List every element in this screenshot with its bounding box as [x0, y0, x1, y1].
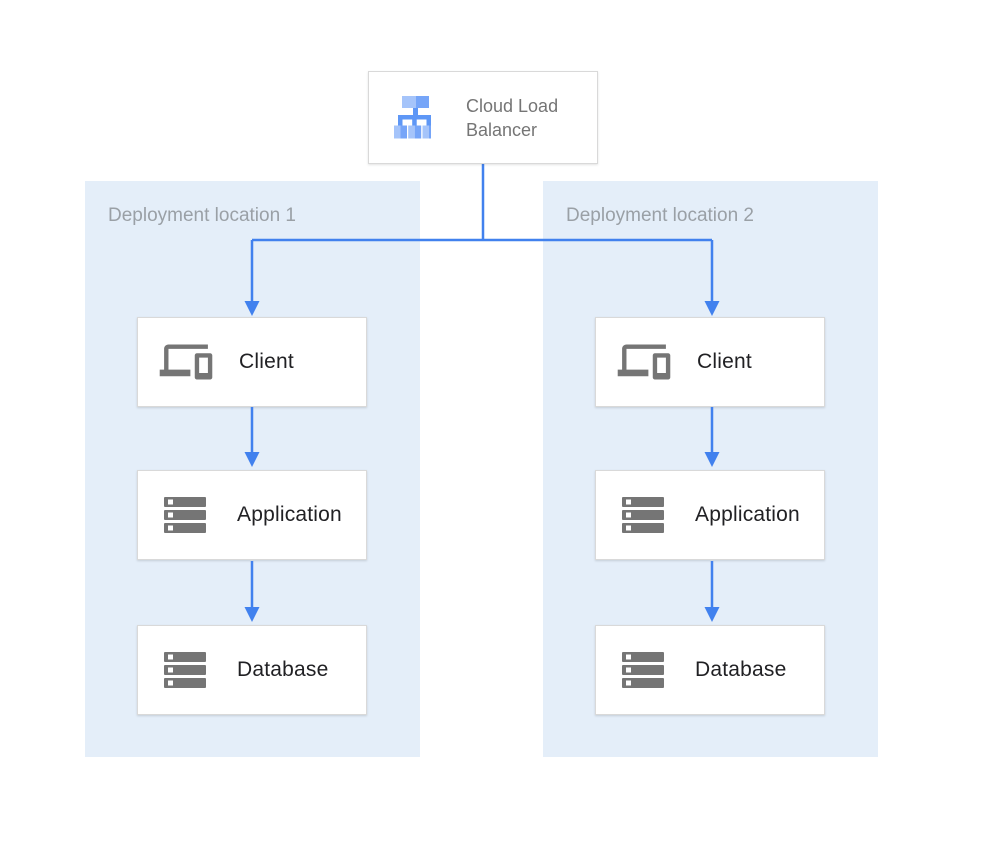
server-stack-icon: [617, 491, 669, 539]
server-stack-icon: [617, 646, 669, 694]
client-devices-icon: [159, 339, 213, 385]
node-label: Client: [697, 350, 752, 373]
node-database-2: Database: [595, 625, 825, 715]
zone-label: Deployment location 2: [566, 205, 754, 226]
node-label: Cloud Load Balancer: [466, 95, 559, 140]
node-application-1: Application: [137, 470, 367, 560]
node-application-2: Application: [595, 470, 825, 560]
node-label: Database: [237, 658, 329, 681]
load-balancer-icon: [386, 90, 442, 146]
zone-2-nodes: Client Application: [543, 181, 878, 757]
node-label: Application: [237, 503, 342, 526]
node-cloud-load-balancer: Cloud Load Balancer: [368, 71, 598, 164]
node-label: Client: [239, 350, 294, 373]
node-label: Application: [695, 503, 800, 526]
server-stack-icon: [159, 646, 211, 694]
zone-1-nodes: Client Application: [85, 181, 420, 757]
node-client-1: Client: [137, 317, 367, 407]
server-stack-icon: [159, 491, 211, 539]
node-database-1: Database: [137, 625, 367, 715]
client-devices-icon: [617, 339, 671, 385]
node-client-2: Client: [595, 317, 825, 407]
zone-label: Deployment location 1: [108, 205, 296, 226]
node-label: Database: [695, 658, 787, 681]
